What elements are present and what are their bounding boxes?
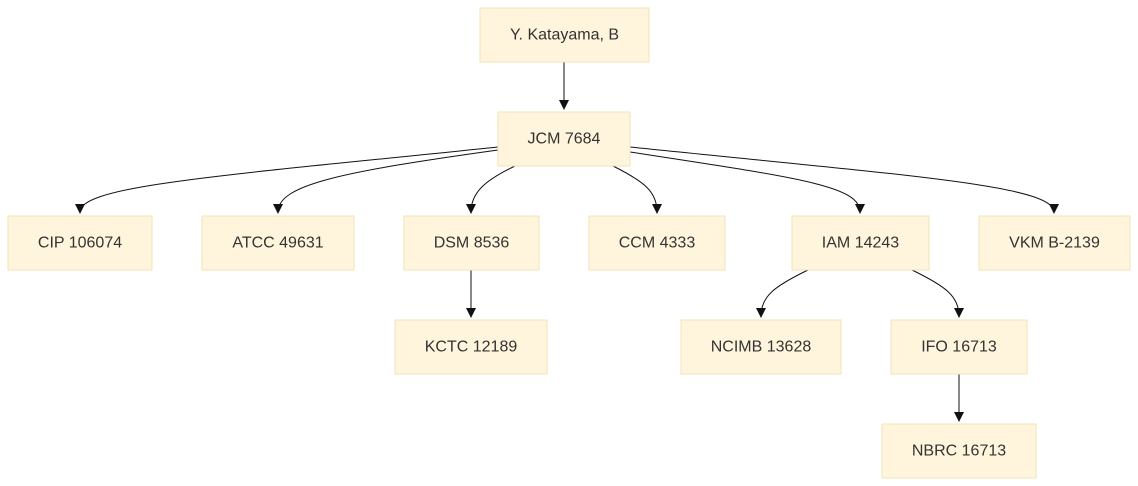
- node-iam[interactable]: IAM 14243: [791, 215, 930, 271]
- node-iam-label: IAM 14243: [822, 235, 899, 252]
- nodes: Y. Katayama, B JCM 7684 CIP 106074 ATCC …: [7, 7, 1131, 479]
- node-jcm[interactable]: JCM 7684: [497, 111, 631, 167]
- node-jcm-label: JCM 7684: [528, 131, 601, 148]
- node-kctc[interactable]: KCTC 12189: [394, 319, 548, 375]
- node-ifo[interactable]: IFO 16713: [890, 319, 1028, 375]
- edge-jcm-to-atcc: [273, 149, 499, 214]
- node-kctc-box: [394, 319, 548, 375]
- node-cip[interactable]: CIP 106074: [7, 215, 153, 271]
- edges: [75, 62, 1059, 422]
- node-ccm-label: CCM 4333: [619, 235, 696, 252]
- node-vkm[interactable]: VKM B-2139: [978, 215, 1131, 271]
- node-root[interactable]: Y. Katayama, B: [479, 7, 650, 63]
- node-root-box: [479, 7, 650, 63]
- edge-iam-to-ncimb: [756, 269, 809, 318]
- node-atcc-box: [201, 215, 355, 271]
- node-nbrc-box: [881, 423, 1037, 479]
- node-iam-box: [791, 215, 930, 271]
- node-ncimb-label: NCIMB 13628: [711, 339, 812, 356]
- edge-jcm-to-vkm: [629, 146, 1059, 214]
- node-vkm-box: [978, 215, 1131, 271]
- node-dsm-label: DSM 8536: [434, 235, 510, 252]
- node-kctc-label: KCTC 12189: [425, 339, 518, 356]
- node-nbrc-label: NBRC 16713: [912, 443, 1006, 460]
- edge-jcm-to-cip: [75, 146, 499, 214]
- node-ccm[interactable]: CCM 4333: [588, 215, 726, 271]
- edge-jcm-to-dsm: [466, 165, 516, 214]
- node-cip-label: CIP 106074: [38, 235, 122, 252]
- node-dsm-box: [403, 215, 540, 271]
- node-dsm[interactable]: DSM 8536: [403, 215, 540, 271]
- node-atcc[interactable]: ATCC 49631: [201, 215, 355, 271]
- node-ncimb[interactable]: NCIMB 13628: [680, 319, 842, 375]
- node-ifo-box: [890, 319, 1028, 375]
- node-cip-box: [7, 215, 153, 271]
- node-vkm-label: VKM B-2139: [1009, 235, 1100, 252]
- node-atcc-label: ATCC 49631: [232, 235, 323, 252]
- node-ccm-box: [588, 215, 726, 271]
- node-jcm-box: [497, 111, 631, 167]
- edge-jcm-to-iam: [629, 151, 865, 214]
- node-nbrc[interactable]: NBRC 16713: [881, 423, 1037, 479]
- node-ncimb-box: [680, 319, 842, 375]
- edge-jcm-to-ccm: [612, 165, 662, 214]
- edge-iam-to-ifo: [911, 269, 964, 318]
- node-root-label: Y. Katayama, B: [510, 27, 619, 44]
- node-ifo-label: IFO 16713: [921, 339, 997, 356]
